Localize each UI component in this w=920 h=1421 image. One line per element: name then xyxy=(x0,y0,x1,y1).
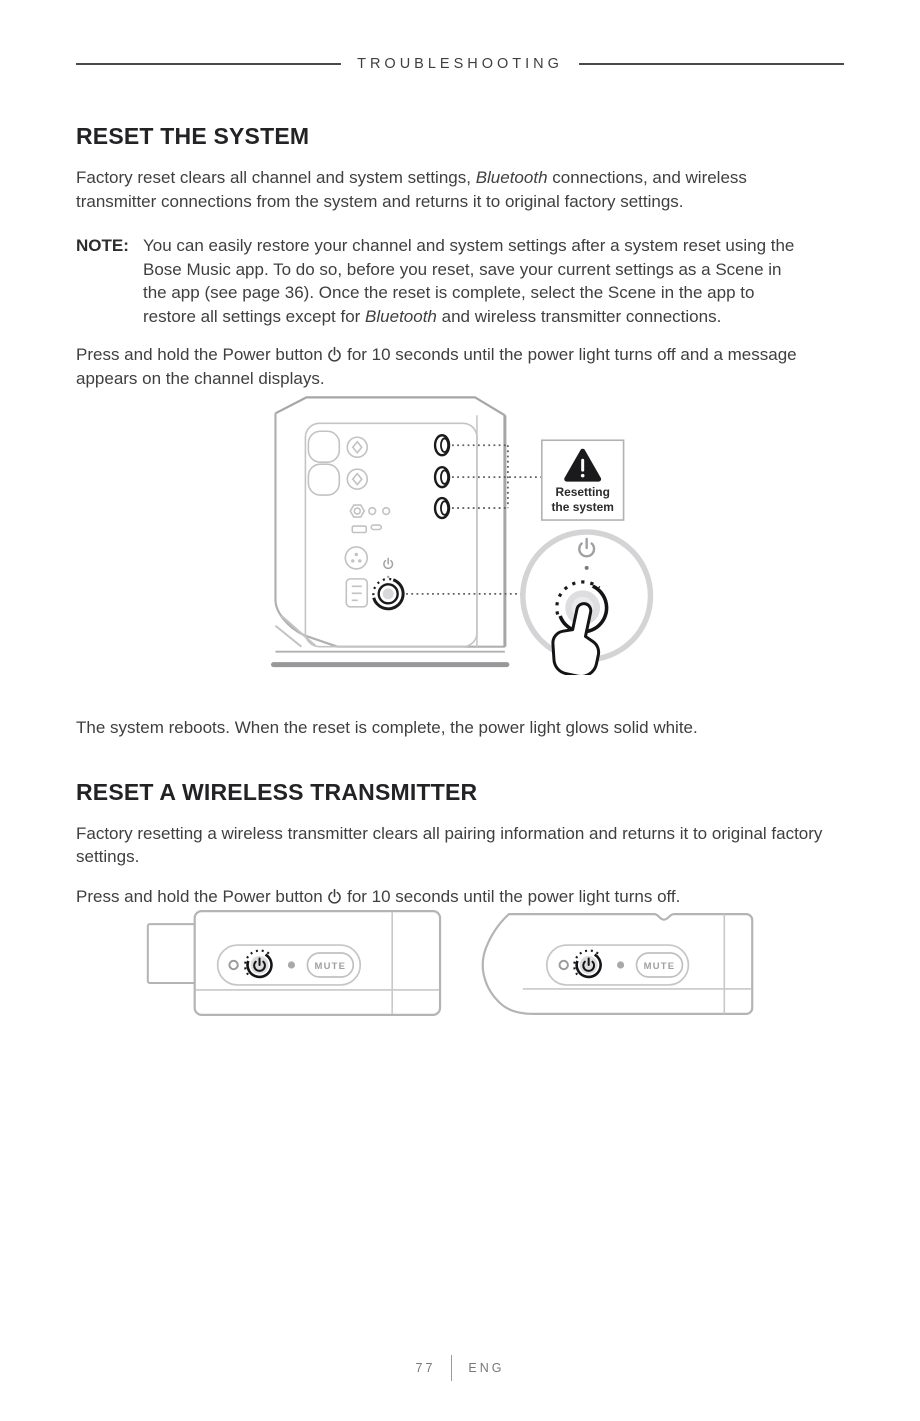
page-number: 77 xyxy=(415,1361,436,1375)
bodypack-transmitter: MUTE xyxy=(481,913,754,1015)
status-dot xyxy=(287,961,296,969)
pressing-finger xyxy=(551,602,601,678)
power-icon xyxy=(578,537,596,558)
input-jack-1 xyxy=(307,430,341,463)
heading-reset-transmitter: RESET A WIRELESS TRANSMITTER xyxy=(76,778,478,805)
channel-knob-icon-2 xyxy=(346,468,369,490)
mute-button: MUTE xyxy=(635,952,684,978)
pairing-led xyxy=(228,959,239,971)
paragraph-press-hold-transmitter: Press and hold the Power button for 10 s… xyxy=(76,885,844,909)
plug-transmitter: MUTE xyxy=(146,910,442,1016)
paragraph-press-hold-system: Press and hold the Power button for 10 s… xyxy=(76,343,844,390)
header-rule-right xyxy=(578,63,845,65)
channel-knob-icon-1 xyxy=(346,436,369,458)
speaker-panel-controls xyxy=(307,430,391,608)
ac-power-inlet xyxy=(345,578,369,608)
pairing-led xyxy=(558,959,569,971)
channel-display-knobs xyxy=(433,434,451,520)
page-content: RESET THE SYSTEM Factory reset clears al… xyxy=(0,122,920,1025)
power-icon xyxy=(328,346,342,362)
press-text-post: for 10 seconds until the power light tur… xyxy=(342,886,681,906)
press-text-pre: Press and hold the Power button xyxy=(76,345,328,364)
intro-text-pre: Factory reset clears all channel and sys… xyxy=(76,168,476,187)
mute-label: MUTE xyxy=(644,961,676,972)
intro-text-post: connections, and wireless transmitter co… xyxy=(76,168,747,211)
language-code: ENG xyxy=(468,1361,505,1375)
power-button-zoom xyxy=(520,529,654,678)
callout-text-line2: the system xyxy=(551,500,613,514)
heading-reset-system: RESET THE SYSTEM xyxy=(76,123,310,149)
mute-label: MUTE xyxy=(315,961,347,972)
input-jack-2 xyxy=(307,463,341,496)
bluetooth-italic: Bluetooth xyxy=(365,306,437,326)
press-text-pre: Press and hold the Power button xyxy=(76,886,328,906)
system-reset-figure: Resetting the system xyxy=(270,396,654,678)
callout-text-line1: Resetting xyxy=(555,485,609,499)
power-icon xyxy=(253,957,266,972)
speaker-rear-panel xyxy=(270,396,510,668)
power-icon xyxy=(582,957,596,972)
power-icon xyxy=(328,888,342,904)
din-port xyxy=(344,546,369,570)
dotted-connector-lines xyxy=(406,444,541,595)
system-reset-illustration: Resetting the system xyxy=(76,390,844,680)
resetting-callout: Resetting the system xyxy=(540,439,625,521)
footer-divider xyxy=(451,1355,453,1381)
page-header: TROUBLESHOOTING xyxy=(0,0,920,72)
bluetooth-italic: Bluetooth xyxy=(475,168,548,187)
note-text-part2: and wireless transmitter connections. xyxy=(436,306,722,326)
status-dot xyxy=(616,961,625,969)
transmitter-power-button xyxy=(573,949,602,979)
note-text-part1: You can easily restore your channel and … xyxy=(143,236,795,326)
paragraph-reset-result: The system reboots. When the reset is co… xyxy=(76,718,698,737)
mute-button: MUTE xyxy=(306,952,355,978)
system-power-button xyxy=(372,577,405,611)
paragraph-reset-system-intro: Factory reset clears all channel and sys… xyxy=(76,166,801,213)
note-block: NOTE: You can easily restore your channe… xyxy=(76,234,844,328)
press-text-post: for 10 seconds until the power light tur… xyxy=(76,345,797,388)
power-label-icon xyxy=(383,557,394,579)
transmitter-power-button xyxy=(244,949,273,979)
transmitters-figure: MUTE xyxy=(146,910,754,1016)
header-rule-left xyxy=(76,63,342,65)
transmitter-reset-illustration: MUTE xyxy=(76,908,844,1025)
quarter-inch-jack xyxy=(349,504,366,518)
note-label: NOTE: xyxy=(76,236,129,255)
header-title: TROUBLESHOOTING xyxy=(357,56,563,72)
paragraph-reset-transmitter-intro: Factory resetting a wireless transmitter… xyxy=(76,823,823,867)
note-text: You can easily restore your channel and … xyxy=(143,234,803,328)
page-footer: 77 ENG xyxy=(0,1355,920,1381)
warning-icon xyxy=(564,448,602,482)
